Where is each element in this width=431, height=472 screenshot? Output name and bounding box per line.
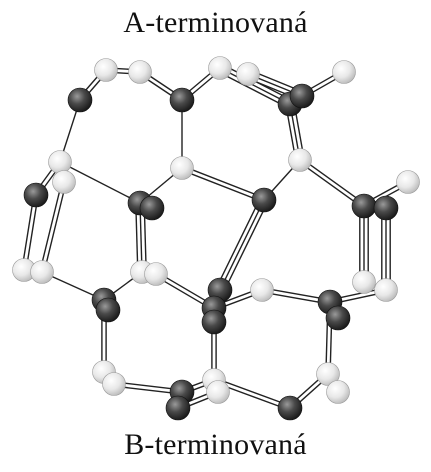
dark-atom-t8 xyxy=(289,83,315,109)
light-atom-m2 xyxy=(170,156,194,180)
dark-atom-m9 xyxy=(351,193,377,219)
light-atom-l7 xyxy=(352,270,376,294)
light-atom-z9 xyxy=(326,380,350,404)
atoms-group xyxy=(12,56,420,421)
dark-atom-m4 xyxy=(23,182,49,208)
light-atom-l8 xyxy=(374,278,398,302)
bond-21 xyxy=(215,197,269,293)
bond-22 xyxy=(359,206,369,282)
dark-atom-b6 xyxy=(325,305,351,331)
light-atom-z2 xyxy=(102,372,126,396)
dark-atom-m10 xyxy=(373,195,399,221)
light-atom-l2 xyxy=(30,260,54,284)
dark-atom-m8 xyxy=(251,187,277,213)
light-atom-t9 xyxy=(332,60,356,84)
light-atom-t6 xyxy=(236,62,260,86)
bond-18 xyxy=(21,194,39,271)
light-atom-m5 xyxy=(52,170,76,194)
bottom-label: B-terminovaná xyxy=(124,428,307,461)
dark-atom-z7 xyxy=(277,395,303,421)
bond-19 xyxy=(39,181,67,273)
light-atom-z8 xyxy=(316,362,340,386)
bonds-group xyxy=(21,63,410,411)
light-atom-l4 xyxy=(144,262,168,286)
light-atom-m11 xyxy=(396,170,420,194)
light-atom-t1 xyxy=(94,58,118,82)
dark-atom-t4 xyxy=(169,87,195,113)
dark-atom-t2 xyxy=(67,87,93,113)
bond-23 xyxy=(381,208,391,290)
bond-16 xyxy=(298,157,366,209)
dark-atom-b4 xyxy=(201,309,227,335)
light-atom-t5 xyxy=(208,56,232,80)
light-atom-z6 xyxy=(206,380,230,404)
bond-14 xyxy=(180,165,266,203)
top-label: A-terminovaná xyxy=(123,6,308,39)
light-atom-m1 xyxy=(48,150,72,174)
bond-12 xyxy=(59,161,141,204)
crystal-lattice-diagram xyxy=(12,56,420,421)
dark-atom-b2 xyxy=(95,297,121,323)
light-atom-l6 xyxy=(250,278,274,302)
light-atom-m3 xyxy=(288,148,312,172)
light-atom-t3 xyxy=(128,60,152,84)
dark-atom-z4 xyxy=(165,395,191,421)
dark-atom-m7 xyxy=(139,195,165,221)
